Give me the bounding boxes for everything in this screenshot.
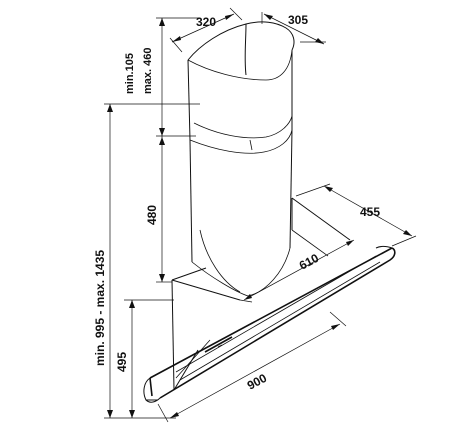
top-clearance-max-label: max. 460 bbox=[142, 48, 154, 94]
chimney-height-label: 480 bbox=[145, 205, 159, 225]
dimension-chimney-height: 480 bbox=[145, 136, 172, 283]
total-height-label: min. 995 - max. 1435 bbox=[93, 250, 107, 366]
width-label: 900 bbox=[245, 371, 270, 393]
top-clearance-min-label: min.105 bbox=[124, 53, 136, 94]
chimney-depth-label: 305 bbox=[288, 13, 308, 27]
dimension-chimney-depth: 305 bbox=[261, 12, 326, 45]
dimension-chimney-width: 320 bbox=[169, 7, 243, 53]
dimension-canopy-height: 495 bbox=[115, 299, 174, 418]
chimney-duct-cover bbox=[187, 21, 295, 297]
chimney-width-label: 320 bbox=[196, 15, 216, 29]
dimension-total-height: min. 995 - max. 1435 bbox=[93, 103, 200, 419]
canopy-back-plate bbox=[171, 197, 351, 391]
glass-canopy bbox=[143, 246, 396, 403]
dimension-top-clearance: min.105 max. 460 bbox=[124, 17, 200, 137]
dimension-canopy-depth: 455 bbox=[295, 183, 417, 247]
canopy-height-label: 495 bbox=[115, 352, 129, 372]
canopy-depth-label: 455 bbox=[360, 205, 380, 219]
